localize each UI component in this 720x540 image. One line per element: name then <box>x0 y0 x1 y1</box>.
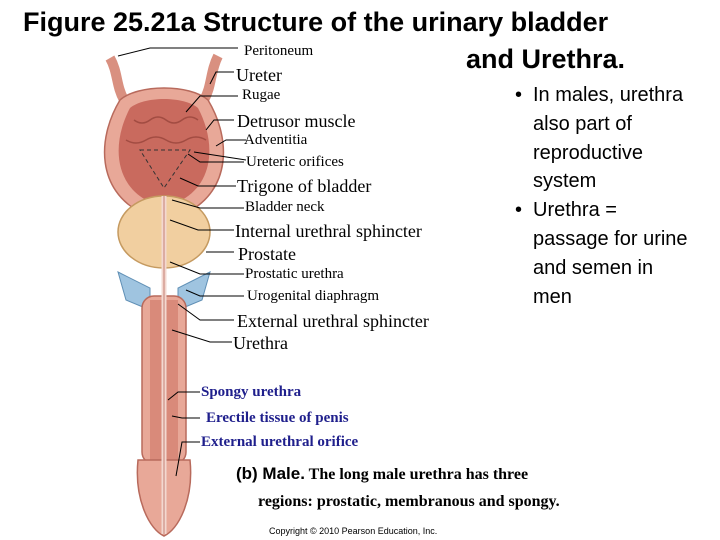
label-ureter: Ureter <box>236 65 282 85</box>
left-ureter <box>105 55 129 103</box>
bullet-marker: • <box>514 84 522 106</box>
bladder-lumen <box>118 99 210 204</box>
caption-bold: (b) Male. <box>236 464 305 483</box>
rugae-folds <box>133 116 199 124</box>
caption-line2: regions: prostatic, membranous and spong… <box>258 493 560 510</box>
figure-title-line2: and Urethra. <box>466 44 626 74</box>
label-prostatic-urethra: Prostatic urethra <box>245 266 344 282</box>
bullet-line: Urethra = <box>533 199 617 222</box>
right-ureter <box>199 53 223 103</box>
bullet-line: passage for urine <box>533 227 688 250</box>
bullet-line: reproductive <box>533 141 644 164</box>
caption-line1: The long male urethra has three <box>308 466 529 483</box>
label-spongy-urethra: Spongy urethra <box>201 384 302 400</box>
label-bladder-neck: Bladder neck <box>245 199 325 215</box>
figure-caption: (b) Male. The long male urethra has thre… <box>236 460 560 515</box>
label-trigone: Trigone of bladder <box>237 176 372 196</box>
rugae-folds-2 <box>125 136 207 144</box>
label-erectile-tissue: Erectile tissue of penis <box>206 410 349 426</box>
label-peritoneum: Peritoneum <box>244 43 314 59</box>
label-prostate: Prostate <box>238 244 296 264</box>
label-external-urethral-sphincter: External urethral sphincter <box>237 311 429 331</box>
leader-lines <box>117 47 247 477</box>
bullet-item: • In males, urethra also part of reprodu… <box>488 81 688 196</box>
bullet-line: also part of <box>533 112 632 135</box>
label-urethra: Urethra <box>233 333 288 353</box>
label-external-urethral-orifice: External urethral orifice <box>201 434 359 450</box>
label-internal-urethral-sphincter: Internal urethral sphincter <box>235 221 422 241</box>
label-urogenital-diaphragm: Urogenital diaphragm <box>247 288 380 304</box>
bullet-line: In males, urethra <box>533 84 684 106</box>
label-detrusor-muscle: Detrusor muscle <box>237 111 356 131</box>
figure-title-line1: Figure 25.21a Structure of the urinary b… <box>23 7 609 37</box>
label-ureteric-orifices: Ureteric orifices <box>246 154 344 170</box>
bullet-line: and semen in <box>533 256 654 279</box>
bullet-line: men <box>533 285 572 308</box>
bullet-list: • In males, urethra also part of reprodu… <box>488 81 688 311</box>
trigone-outline <box>139 149 191 189</box>
label-rugae: Rugae <box>242 87 281 103</box>
bullet-marker: • <box>514 199 522 222</box>
label-adventitia: Adventitia <box>244 132 308 148</box>
copyright-notice: Copyright © 2010 Pearson Education, Inc. <box>269 526 438 536</box>
bullet-line: system <box>533 170 597 193</box>
bullet-item: • Urethra = passage for urine and semen … <box>488 196 688 311</box>
